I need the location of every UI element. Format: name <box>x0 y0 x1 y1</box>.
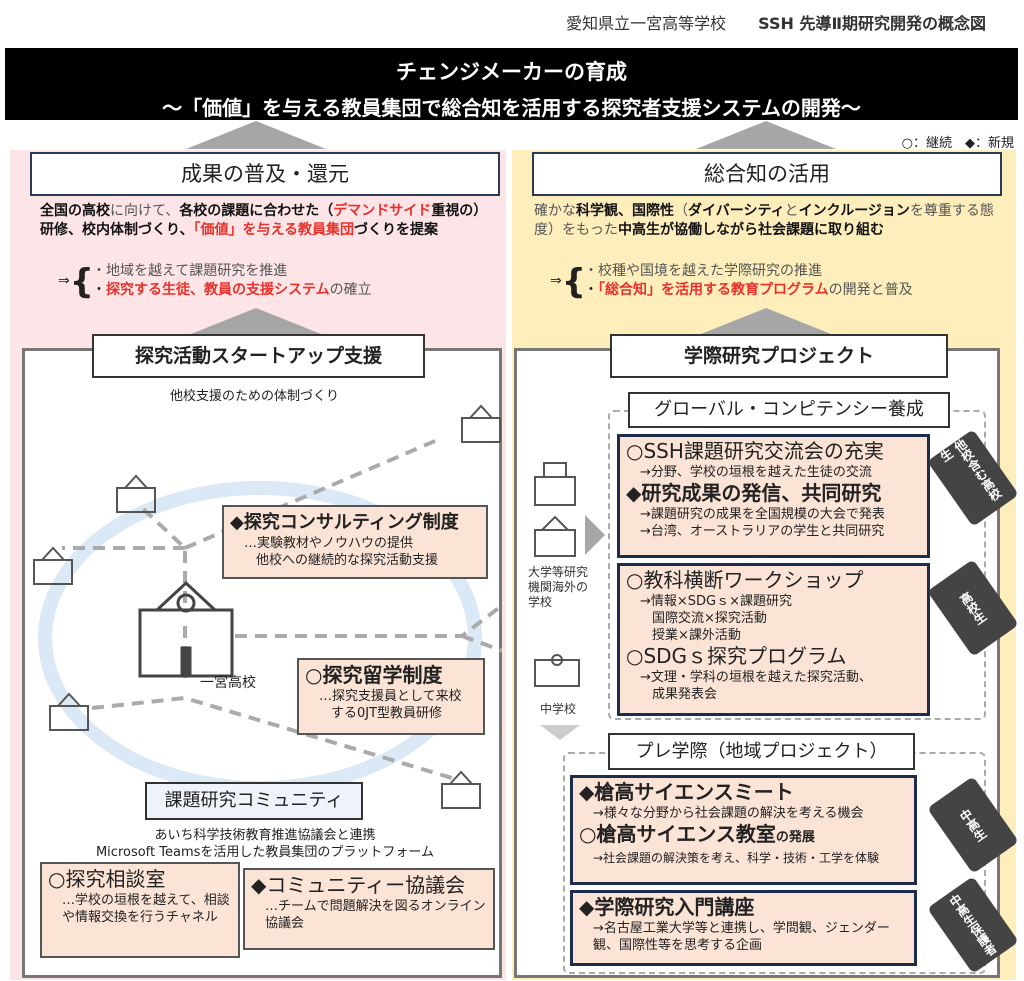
right-bullets: ・校種や国境を越えた学際研究の推進 ・「総合知」を活用する教育プログラムの開発と… <box>584 263 913 298</box>
up-arrow <box>696 308 836 336</box>
school-icon <box>116 474 156 513</box>
consultation-room-card: ○探究相談室…学校の垣根を越えて、相談や情報交換を行うチャネル <box>40 862 240 958</box>
school-icon <box>49 692 89 731</box>
science-meet-card: ◆槍高サイエンスミート→様々な分野から社会課題の解決を考える機会 ○槍高サイエン… <box>570 775 917 885</box>
school-icon <box>441 770 481 809</box>
link-line <box>461 634 502 653</box>
junior-high-icon <box>534 654 580 687</box>
community-desc1: あいち科学技術教育推進協議会と連携 <box>154 828 376 843</box>
university-icon <box>534 462 576 506</box>
interdisciplinary-title: 学際研究プロジェクト <box>610 334 948 378</box>
legend: ○：継続 ◆：新規 <box>901 136 1014 151</box>
left-bullets: ・地域を越えて課題研究を推進 ・探究する生徒、教員の支援システムの確立 <box>92 263 372 298</box>
right-title: 総合知の活用 <box>532 152 1002 196</box>
left-paragraph: 全国の高校に向けて、各校の課題に合わせた（デマンドサイド重視の）研修、校内体制づ… <box>40 203 488 238</box>
school-icon <box>534 515 576 557</box>
study-abroad-card: ○探究留学制度 …探究支援員として来校する0JT型教員研修 <box>297 658 485 735</box>
ichinomiya-label: 一宮高校 <box>200 675 256 691</box>
ssh-exchange-card: ○SSH課題研究交流会の充実→分野、学校の垣根を越えた生徒の交流 ◆研究成果の発… <box>617 434 930 558</box>
intro-course-card: ◆学際研究入門講座→名古屋工業大学等と連携し、学問観、ジェンダー観、国際性等を思… <box>570 890 917 966</box>
arrow-right-icon <box>585 515 605 555</box>
startup-subtitle: 他校支援のための体制づくり <box>170 389 340 404</box>
right-paragraph: 確かな科学観、国際性（ダイバーシティとインクルージョンを尊重する態度）をもった中… <box>534 203 994 238</box>
community-label: 課題研究コミュニティ <box>145 782 363 820</box>
ichinomiya-school-icon <box>138 580 234 678</box>
left-title: 成果の普及・還元 <box>30 152 500 196</box>
banner: チェンジメーカーの育成 ～「価値」を与える教員集団で総合知を活用する探究者支援シ… <box>5 48 1018 120</box>
global-competency-title: グローバル・コンピテンシー養成 <box>628 392 950 428</box>
community-desc2: Microsoft Teamsを活用した教員集団のプラットフォーム <box>95 845 435 860</box>
up-arrow <box>186 121 326 149</box>
up-arrow <box>186 308 326 336</box>
cross-curricular-card: ○教科横断ワークショップ→情報×SDGｓ×課題研究国際交流×探究活動授業×課外活… <box>617 563 930 716</box>
university-label: 大学等研究機関海外の学校 <box>528 565 589 609</box>
up-arrow <box>696 121 836 149</box>
link-line <box>91 695 453 780</box>
school-icon <box>461 404 501 443</box>
school-icon <box>33 546 73 585</box>
community-council-card: ◆コミュニティー協議会…チームで問題解決を図るオンライン協議会 <box>243 868 495 950</box>
banner-line2: ～「価値」を与える教員集団で総合知を活用する探究者支援システムの開発～ <box>162 96 861 120</box>
pre-interdisciplinary-title: プレ学際（地域プロジェクト） <box>608 733 915 770</box>
header-title: 愛知県立一宮高等学校 SSH 先導Ⅱ期研究開発の概念図 <box>566 14 986 33</box>
partner-icons <box>534 462 605 740</box>
arrow-down-icon <box>540 725 580 740</box>
startup-support-title: 探究活動スタートアップ支援 <box>92 334 425 378</box>
banner-line1: チェンジメーカーの育成 <box>396 60 627 84</box>
junior-high-label: 中学校 <box>540 702 577 716</box>
consulting-card: ◆探究コンサルティング制度 …実験教材やノウハウの提供他校への継続的な探究活動支… <box>222 505 488 579</box>
